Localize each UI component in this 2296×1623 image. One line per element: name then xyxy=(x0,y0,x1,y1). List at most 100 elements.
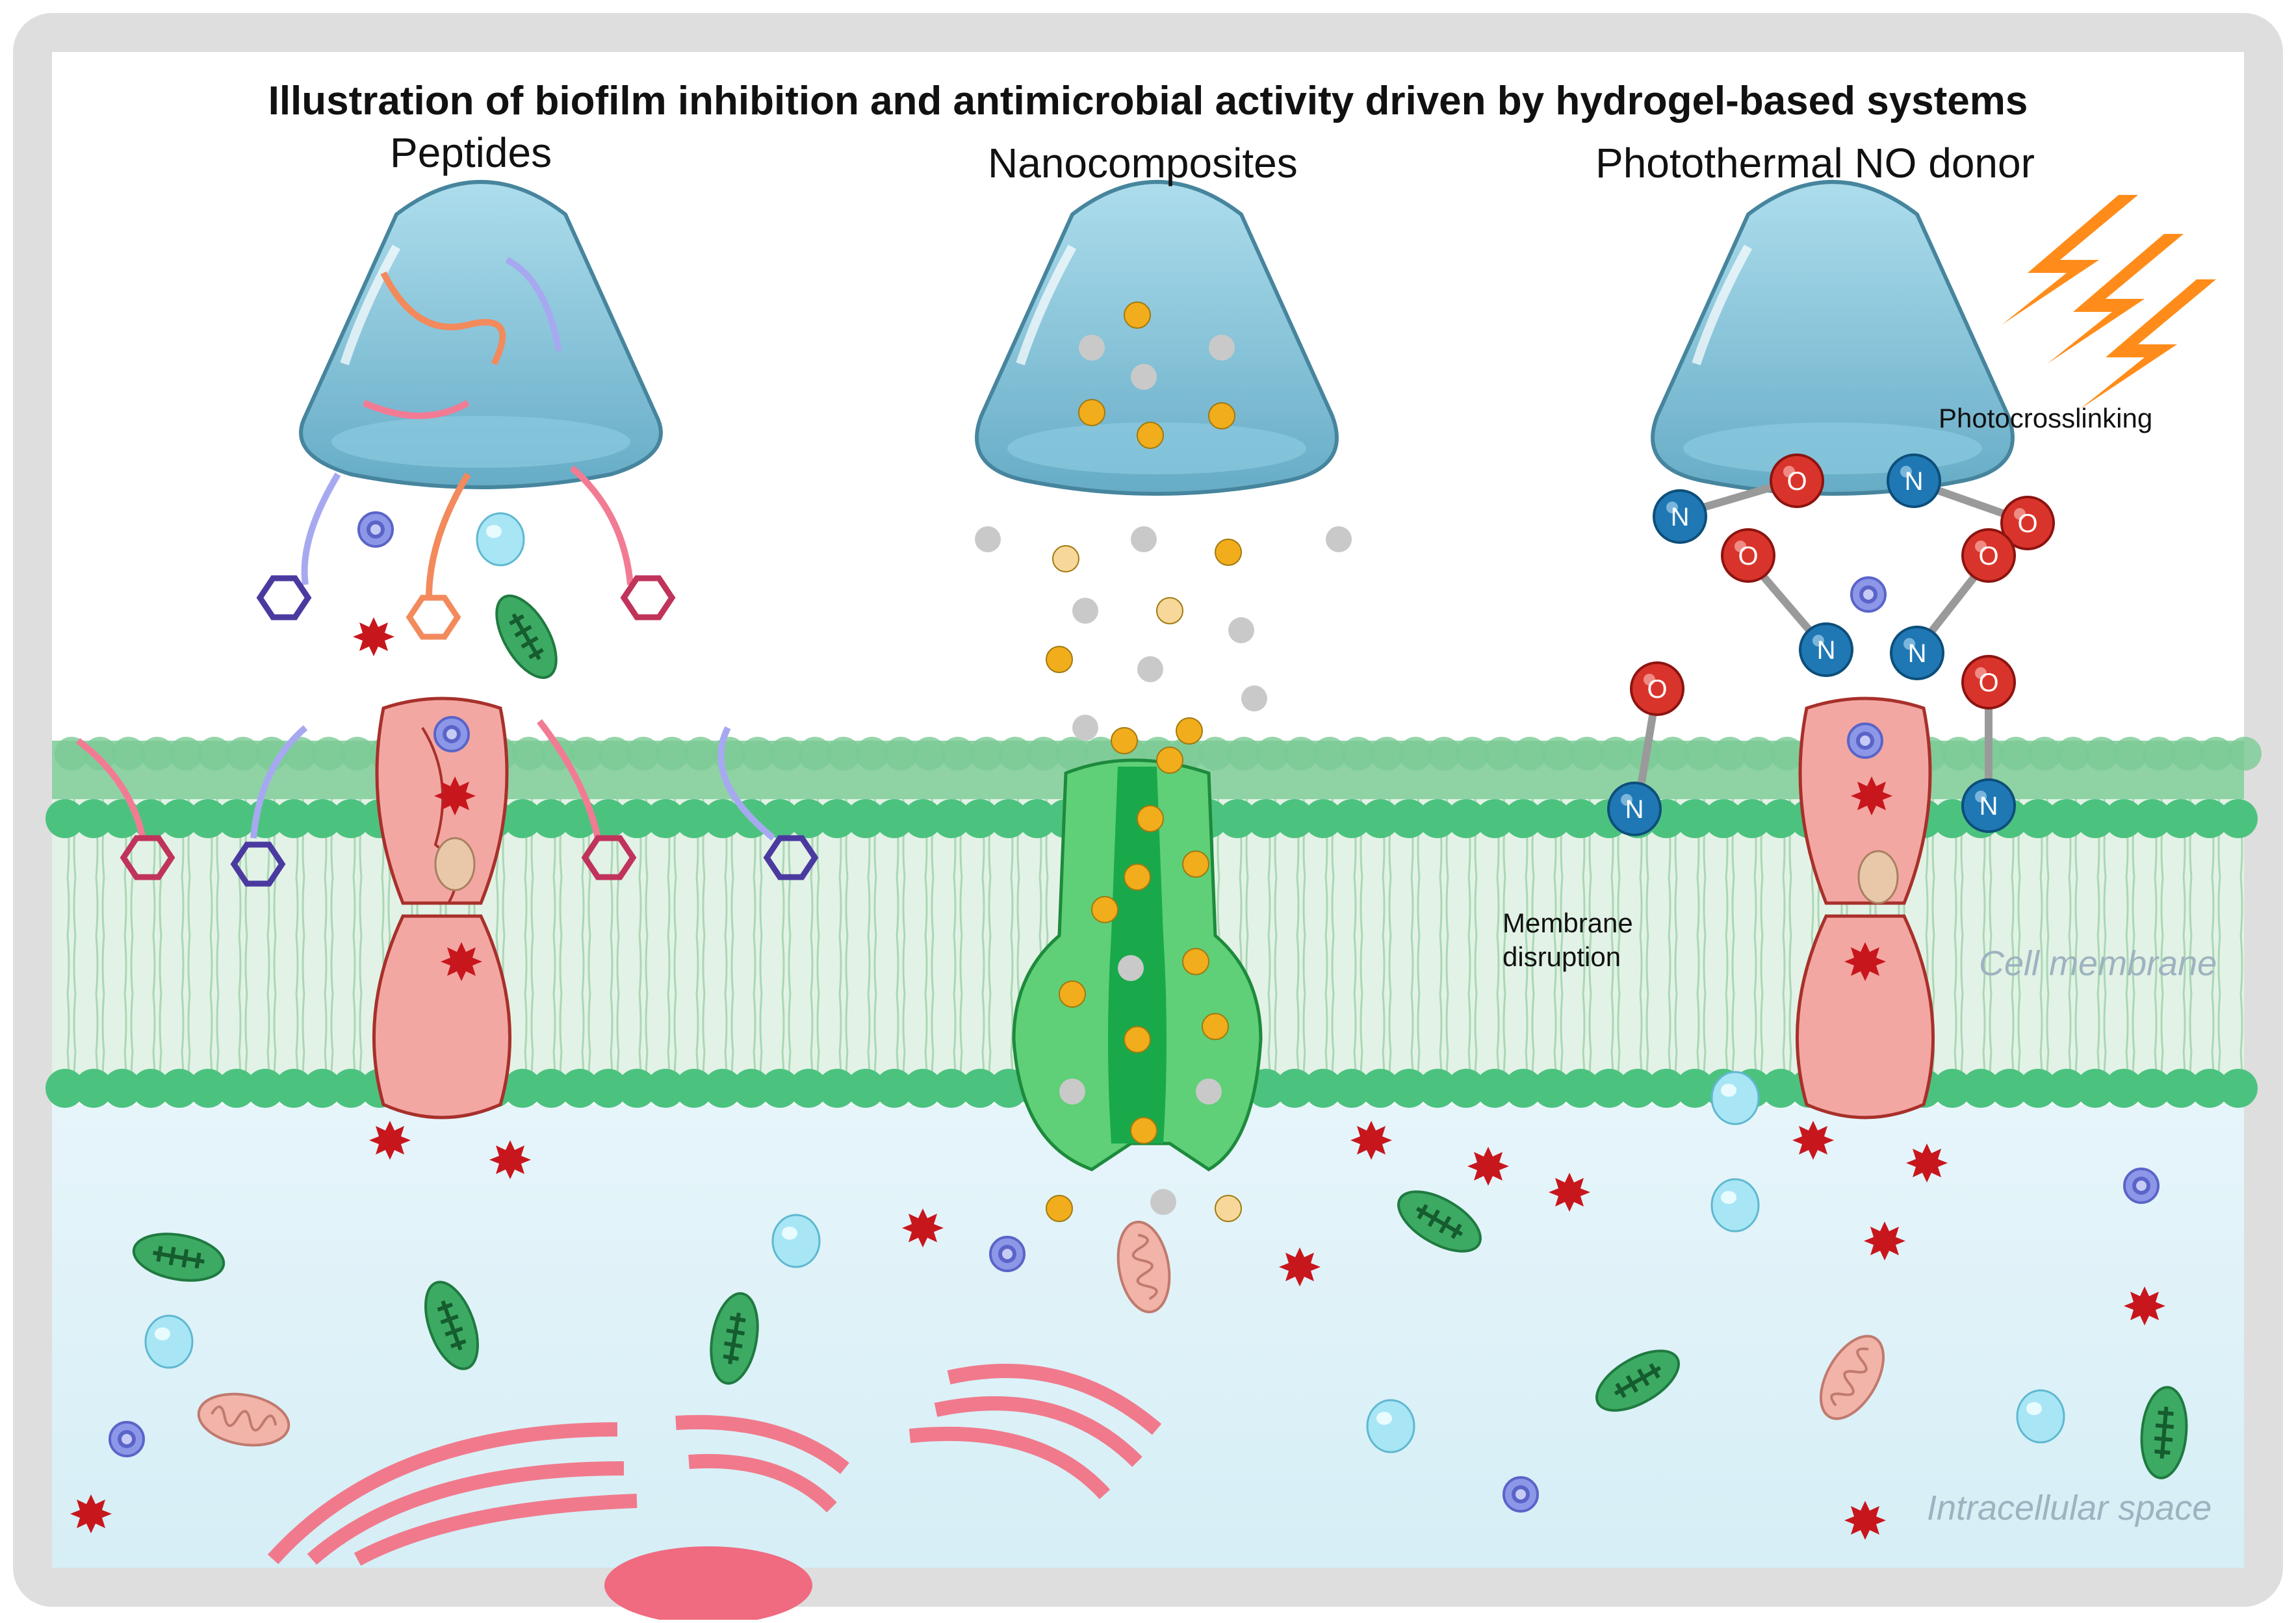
lipid-head xyxy=(83,737,117,771)
lipid-head xyxy=(741,737,775,771)
label-photothermal-no-donor: Photothermal NO donor xyxy=(1595,140,2035,186)
nanoparticle xyxy=(1052,545,1079,572)
lipid-head xyxy=(1275,1069,1314,1108)
bead-icon xyxy=(989,1236,1025,1272)
lipid-head xyxy=(160,799,199,838)
lipid-head xyxy=(1675,799,1714,838)
lipid-head xyxy=(875,1069,914,1108)
nanoparticle xyxy=(1326,526,1352,552)
nanoparticle xyxy=(1215,539,1242,566)
nanoparticle xyxy=(1196,1079,1222,1105)
lipid-head xyxy=(226,737,260,771)
lipid-head xyxy=(1389,1069,1428,1108)
lipid-head xyxy=(2019,799,2057,838)
lipid-head xyxy=(2133,1069,2172,1108)
lipid-head xyxy=(2161,1069,2200,1108)
lipid-head xyxy=(188,799,227,838)
nanoparticle xyxy=(1137,805,1164,832)
nanoparticle xyxy=(1059,1079,1085,1105)
lipid-head xyxy=(1275,799,1314,838)
lipid-head xyxy=(1599,737,1632,771)
lipid-head xyxy=(2219,799,2258,838)
lipid-head xyxy=(1618,1069,1657,1108)
lipid-head xyxy=(818,1069,857,1108)
lipid-head xyxy=(532,1069,571,1108)
oxygen-label: O xyxy=(2017,509,2037,538)
vesicle-icon xyxy=(1366,1399,1415,1453)
lipid-head xyxy=(2190,1069,2229,1108)
channel-protein-icon xyxy=(372,696,511,1119)
peptide-chain-icon xyxy=(75,257,776,841)
lipid-head xyxy=(884,737,918,771)
nanoparticle xyxy=(1241,685,1267,711)
nitrogen-label: N xyxy=(1908,639,1927,668)
lipid-head xyxy=(503,1069,542,1108)
nanoparticle xyxy=(1176,717,1203,745)
lipid-head xyxy=(732,1069,771,1108)
lipid-head xyxy=(1475,799,1514,838)
lipid-head xyxy=(1399,737,1432,771)
bead-icon xyxy=(433,716,470,752)
lipid-head xyxy=(1218,799,1257,838)
lipid-head xyxy=(769,737,803,771)
nanoparticle xyxy=(1059,980,1086,1008)
lipid-head xyxy=(1027,737,1061,771)
lipid-head xyxy=(998,737,1032,771)
lipid-head xyxy=(45,799,84,838)
lipid-head xyxy=(798,737,832,771)
lipid-head xyxy=(160,1069,199,1108)
lipid-head xyxy=(903,799,942,838)
lipid-head xyxy=(1656,737,1690,771)
lipid-head xyxy=(2028,737,2061,771)
oxygen-label: O xyxy=(1647,675,1667,704)
nitrogen-atom: N xyxy=(1887,454,1941,508)
lipid-head xyxy=(131,1069,170,1108)
nitrogen-atom: N xyxy=(1607,782,1662,836)
lipid-head xyxy=(1418,1069,1457,1108)
lipid-head xyxy=(961,799,1000,838)
lipid-head xyxy=(703,1069,742,1108)
lipid-head xyxy=(646,1069,685,1108)
lipid-head xyxy=(1456,737,1490,771)
lipid-head xyxy=(1675,1069,1714,1108)
lipid-head xyxy=(875,799,914,838)
bead-icon xyxy=(109,1421,145,1457)
oxygen-label: O xyxy=(1978,542,1998,570)
nanoparticle xyxy=(1130,1117,1157,1144)
lipid-head xyxy=(1532,799,1571,838)
lipid-head xyxy=(2219,1069,2258,1108)
lipid-head xyxy=(1647,1069,1686,1108)
lipid-head xyxy=(198,737,231,771)
oxygen-label: O xyxy=(1978,669,1998,697)
lipid-head xyxy=(846,799,885,838)
nitrogen-atom: N xyxy=(1961,778,2016,833)
lipid-head xyxy=(703,799,742,838)
nanoparticle xyxy=(1046,1195,1073,1222)
lipid-head xyxy=(217,799,256,838)
lipid-head xyxy=(617,1069,656,1108)
lipid-head xyxy=(1484,737,1518,771)
lipid-head xyxy=(818,799,857,838)
lipid-head xyxy=(569,737,603,771)
bead-icon xyxy=(1847,722,1883,759)
lipid-head xyxy=(74,1069,113,1108)
nanoparticle xyxy=(1156,747,1183,774)
lipid-head xyxy=(1361,799,1400,838)
figure-title: Illustration of biofilm inhibition and a… xyxy=(268,79,2028,123)
vesicle-icon xyxy=(1710,1071,1760,1125)
nanoparticle xyxy=(1124,301,1151,329)
lipid-head xyxy=(74,799,113,838)
lipid-head xyxy=(1332,799,1371,838)
nanoparticle xyxy=(1072,598,1098,624)
nanoparticle xyxy=(1137,656,1163,682)
nanoparticle xyxy=(1118,955,1144,981)
lipid-head xyxy=(103,1069,142,1108)
lipid-head xyxy=(1513,737,1547,771)
nanoparticle xyxy=(1131,526,1157,552)
nanoparticle xyxy=(1156,597,1183,624)
nanoparticle xyxy=(1150,1189,1176,1215)
lipid-head xyxy=(1590,1069,1629,1108)
nitrogen-label: N xyxy=(1980,792,1998,821)
oxygen-atom: O xyxy=(1961,655,2016,709)
